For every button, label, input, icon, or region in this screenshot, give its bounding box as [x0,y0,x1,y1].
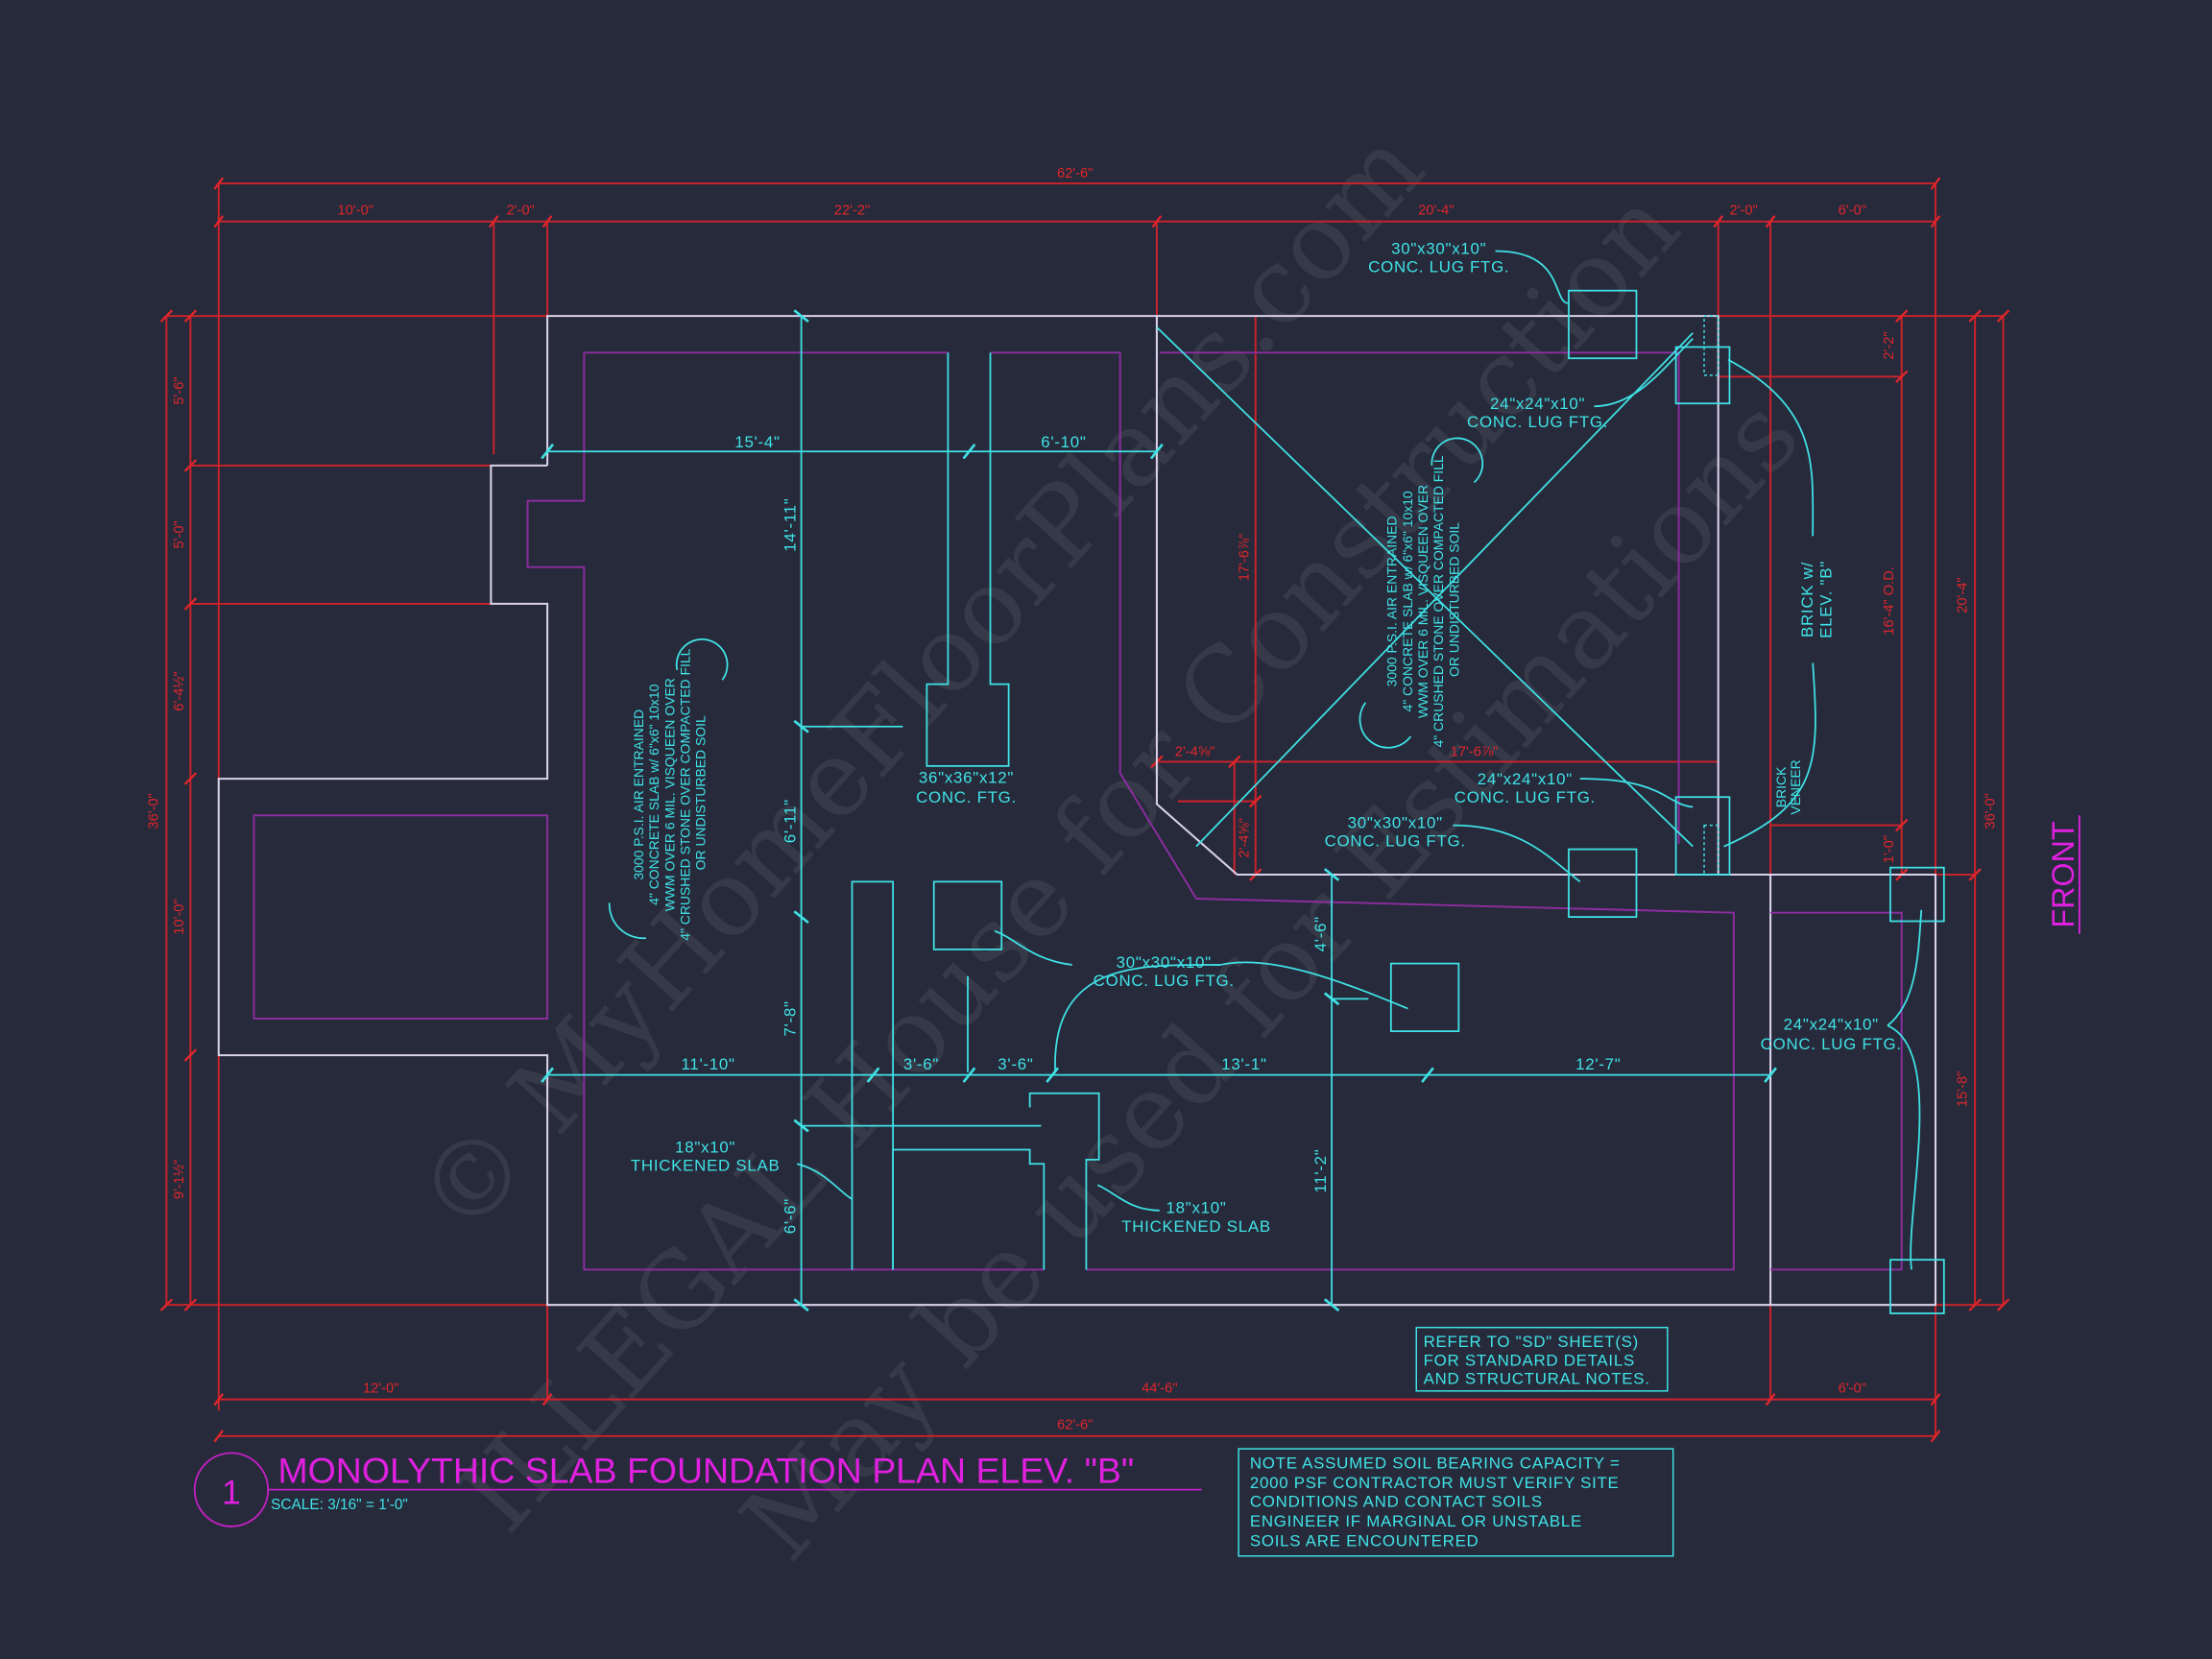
slab-note-left: 3000 P.S.I. AIR ENTRAINED 4" CONCRETE SL… [631,645,709,941]
dim-cyan: 11'-2" [1311,1149,1330,1193]
svg-text:3000 P.S.I. AIR ENTRAINED: 3000 P.S.I. AIR ENTRAINED 4" CONCRETE SL… [631,645,709,941]
drawing-title: 1 MONOLYTHIC SLAB FOUNDATION PLAN ELEV. … [193,1450,1202,1527]
front-label: FRONT [2046,821,2080,927]
conc-footing [926,352,1010,767]
dim-cyan: 3'-6" [903,1055,939,1073]
slab-outline [217,315,1937,1307]
dimension-lines [159,177,2010,1443]
dim-cyan: 3'-6" [998,1055,1033,1073]
dim-left-segment: 5'-0" [172,520,187,548]
dim-cyan: 11'-10" [681,1055,734,1073]
dim-cyan: 13'-1" [1221,1055,1266,1073]
lug-footing [1568,848,1638,918]
svg-text:NOTE ASSUMED SOIL BEARING CAPA: NOTE ASSUMED SOIL BEARING CAPACITY = 200… [1250,1455,1625,1551]
dim-top-segment: 22'-2" [834,203,870,218]
title-text: MONOLYTHIC SLAB FOUNDATION PLAN ELEV. "B… [277,1450,1134,1490]
dim-top-segment: 20'-4" [1418,203,1454,218]
dim-top-segment: 10'-0" [338,203,373,218]
dim-top-overall: 62'-6" [1057,166,1093,181]
dim-left-segment: 6'-4½" [172,671,187,711]
dim-interior-red: 17'-6⅞" [1451,745,1499,760]
lug-footing [1889,1259,1945,1314]
thickened-slab [892,1148,1046,1270]
dim-left-segment: 5'-6" [172,376,187,404]
brick-veneer-hatch [1703,824,1719,876]
callout-lug-footing: 24"x24"x10"CONC. LUG FTG. [1761,1016,1902,1054]
callout-lug-footing: 24"x24"x10"CONC. LUG FTG. [1467,395,1608,431]
lug-footing [1568,289,1638,360]
dim-cyan: 7'-8" [781,1000,800,1036]
svg-text:3000 P.S.I. AIR ENTRAINED: 3000 P.S.I. AIR ENTRAINED 4" CONCRETE SL… [1384,451,1462,747]
lug-footing [1674,796,1731,876]
callout-thickened-slab: 18"x10"THICKENED SLAB [631,1138,781,1174]
soil-bearing-note: NOTE ASSUMED SOIL BEARING CAPACITY = 200… [1238,1448,1674,1557]
interior-dimension-labels: 15'-4" 6'-10" 14'-11" 6'-11" 7'-8" 6'-6"… [681,433,1621,1234]
svg-text:REFER TO "SD" SHEET(S) F: REFER TO "SD" SHEET(S) FOR STANDARD DETA… [1424,1333,1650,1387]
dim-interior-red: 17'-6⅞" [1237,534,1252,582]
dim-cyan: 6'-6" [781,1198,800,1234]
dim-right-segment: 15'-8" [1955,1071,1970,1107]
detail-number: 1 [222,1474,241,1511]
callout-brick-elev: BRICK w/ELEV. "B" [1798,561,1835,638]
dim-interior-red: 2'-4⅝" [1237,818,1252,858]
dim-cyan: 12'-7" [1575,1055,1621,1073]
dim-top-segment: 2'-0" [1730,203,1758,218]
dim-cyan: 6'-11" [781,799,800,843]
dim-top-segment: 2'-0" [507,203,535,218]
refer-note: REFER TO "SD" SHEET(S) FOR STANDARD DETA… [1415,1326,1669,1392]
dim-right-segment: 16'-4" O.D. [1882,566,1897,636]
callout-lug-footing: 30"x30"x10"CONC. LUG FTG. [1325,814,1466,851]
dim-bottom-segment: 44'-6" [1142,1381,1177,1396]
lug-footing [1674,346,1731,405]
callout-lug-footing: 30"x30"x10"CONC. LUG FTG. [1368,239,1509,276]
lug-footing [932,880,1003,950]
dim-right-segment: 1'-0" [1882,835,1897,863]
callout-brick-veneer: BRICKVENEER [1773,759,1803,814]
dim-cyan: 6'-10" [1041,433,1086,451]
dim-cyan: 14'-11" [781,497,800,551]
dim-cyan: 15'-4" [734,433,780,451]
scale-text: SCALE: 3/16" = 1'-0" [271,1497,408,1513]
dim-cyan: 4'-6" [1311,916,1330,951]
dim-left-segment: 9'-1½" [172,1160,187,1200]
dim-right-overall: 36'-0" [1984,793,1999,829]
dim-left-segment: 10'-0" [172,899,187,934]
callout-lug-footing: 24"x24"x10"CONC. LUG FTG. [1455,770,1596,806]
lug-footing [1889,866,1945,923]
leader-lines [608,250,1923,1270]
dimension-labels: 62'-6" 10'-0" 2'-0" 22'-2" 20'-4" 2'-0" … [147,166,1999,1432]
dim-right-segment: 2'-2" [1882,331,1897,359]
dim-right-segment: 20'-4" [1955,577,1970,613]
callout-lug-footing: 30"x30"x10"CONC. LUG FTG. [1094,953,1235,990]
dim-interior-red: 2'-4⅝" [1175,745,1215,760]
brick-veneer-hatch [1703,315,1719,376]
dim-bottom-overall: 62'-6" [1057,1417,1093,1432]
callouts: 30"x30"x10"CONC. LUG FTG. 24"x24"x10"CON… [631,239,1902,1236]
callout-conc-footing: 36"x36"x12"CONC. FTG. [916,769,1017,807]
lug-footing [1389,962,1460,1033]
callout-thickened-slab: 18"x10"THICKENED SLAB [1121,1199,1271,1236]
dim-bottom-segment: 12'-0" [363,1381,398,1396]
slab-note-right: 3000 P.S.I. AIR ENTRAINED 4" CONCRETE SL… [1384,451,1462,747]
interior-dimension-lines [541,309,1777,1312]
dim-left-overall: 36'-0" [147,793,162,829]
dim-top-segment: 6'-0" [1839,203,1866,218]
dim-bottom-segment: 6'-0" [1839,1381,1866,1396]
thickened-slab [1028,1092,1100,1270]
